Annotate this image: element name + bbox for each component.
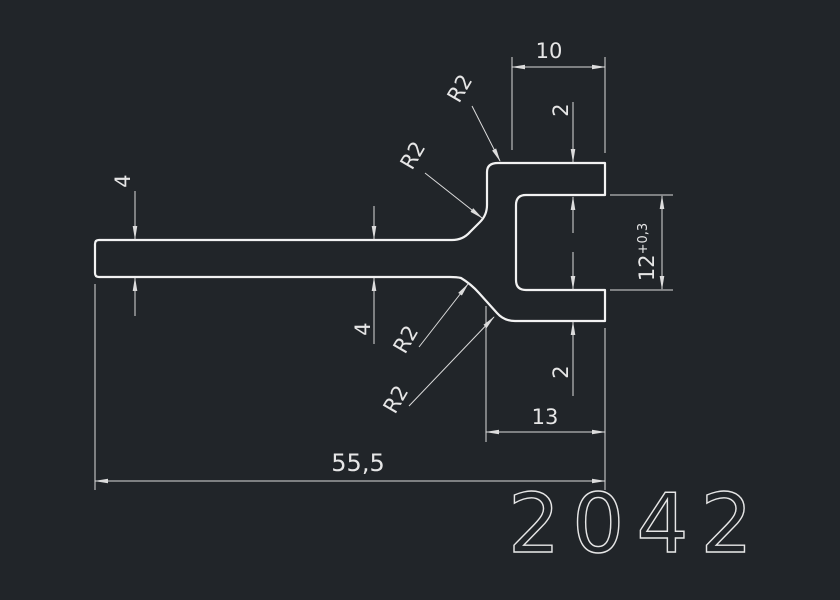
leader-line: [424, 172, 483, 219]
leader-line: [471, 105, 501, 162]
radius-value: R2: [396, 137, 431, 173]
leader-line: [408, 316, 495, 407]
dim-value-bottom-flange-length: 13: [532, 405, 559, 429]
dim-web-thickness-left: 4: [111, 174, 138, 316]
dim-bottom-flange-length: 13: [485, 306, 606, 490]
dim-top-flange-thickness: 2: [549, 102, 576, 233]
profile-outline: [93, 161, 607, 323]
radius-label-bottom-inner: R2: [389, 283, 469, 358]
dim-web-thickness-middle: 4: [351, 206, 377, 344]
radius-value: R2: [443, 70, 478, 106]
dim-value-bottom-flange-thickness: 2: [549, 365, 573, 378]
dim-value-top-flange-thickness: 2: [549, 103, 573, 116]
part-number: 2042: [508, 477, 765, 572]
radius-value: R2: [389, 321, 424, 357]
dim-value-overall-length: 55,5: [331, 449, 384, 477]
dim-slot-height: 12+0,3: [610, 194, 673, 291]
dim-value-web-thickness-left: 4: [111, 174, 135, 187]
radius-label-top-inner: R2: [396, 137, 483, 219]
dim-top-flange-length: 10: [511, 39, 606, 153]
dim-bottom-flange-thickness: 2: [549, 252, 576, 396]
dim-value-web-thickness-middle: 4: [351, 322, 375, 335]
dim-overall-length: 55,5: [94, 284, 606, 490]
dim-value-top-flange-length: 10: [536, 39, 563, 63]
dim-value-slot-height: 12+0,3: [635, 223, 659, 281]
radius-value: R2: [379, 381, 414, 417]
radius-label-top-outer: R2: [443, 70, 501, 162]
leader-line: [418, 283, 469, 348]
